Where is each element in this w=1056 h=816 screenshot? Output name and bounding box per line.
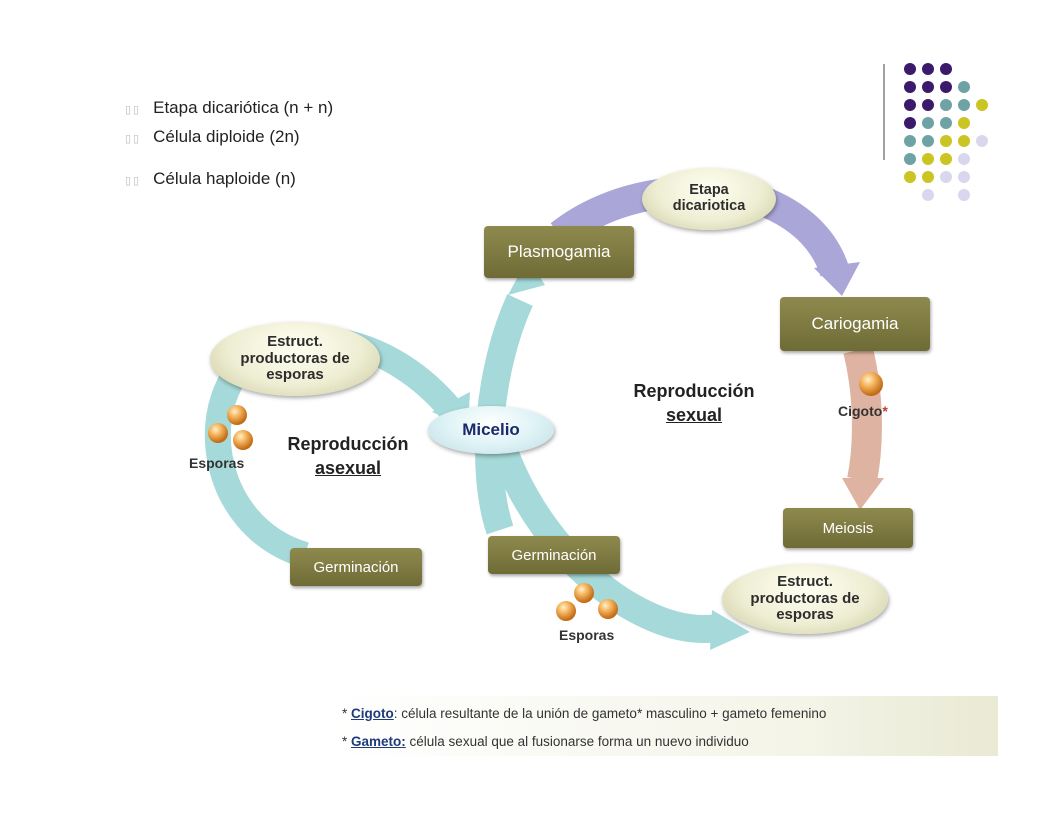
plasmogamia-box: Plasmogamia xyxy=(484,226,634,278)
bullet-icon: ▯▯ xyxy=(125,104,142,116)
estruct-sexual-oval: Estruct. productoras de esporas xyxy=(722,564,888,634)
legend-diploid: ▯▯Célula diploide (2n) xyxy=(125,127,300,146)
legend-haploid: ▯▯Célula haploide (n) xyxy=(125,169,296,188)
asterisk-mark: * xyxy=(882,403,888,419)
bottom-sweep-arrow xyxy=(486,435,722,644)
bullet-icon: ▯▯ xyxy=(125,133,142,145)
spore-cluster-icon xyxy=(208,405,253,450)
zygote-icon xyxy=(859,372,883,396)
spore-cluster-icon xyxy=(556,583,618,621)
note-cigoto: * Cigoto: célula resultante de la unión … xyxy=(342,706,827,721)
estruct-asexual-oval: Estruct. productoras de esporas xyxy=(210,322,380,396)
bullet-icon: ▯▯ xyxy=(125,175,142,187)
asexual-reproduction-label: Reproducción asexual xyxy=(287,434,409,478)
germinacion-sexual-box: Germinación xyxy=(488,536,620,574)
bottom-sweep-arrow-head xyxy=(710,610,750,650)
micelio-oval: Micelio xyxy=(428,406,554,454)
germinacion-asexual-box: Germinación xyxy=(290,548,422,586)
cigoto-label: Cigoto* xyxy=(838,403,888,419)
diploid-arrow-head xyxy=(842,478,884,510)
esporas-sexual-label: Esporas xyxy=(559,627,615,643)
cariogamia-box: Cariogamia xyxy=(780,297,930,351)
diploid-arrow xyxy=(843,346,882,483)
dikaryotic-arrow-head xyxy=(814,262,860,296)
note-gameto: * Gameto: célula sexual que al fusionars… xyxy=(342,734,749,749)
definitions-box: * Cigoto: célula resultante de la unión … xyxy=(332,696,998,756)
sexual-reproduction-label: Reproducción sexual xyxy=(633,381,755,425)
esporas-asexual-label: Esporas xyxy=(189,455,245,471)
meiosis-box: Meiosis xyxy=(783,508,913,548)
etapa-dicariotica-oval: Etapa dicariotica xyxy=(642,168,776,230)
legend-dikaryotic: ▯▯Etapa dicariótica (n + n) xyxy=(125,98,334,117)
decorative-dot-grid xyxy=(904,63,988,201)
